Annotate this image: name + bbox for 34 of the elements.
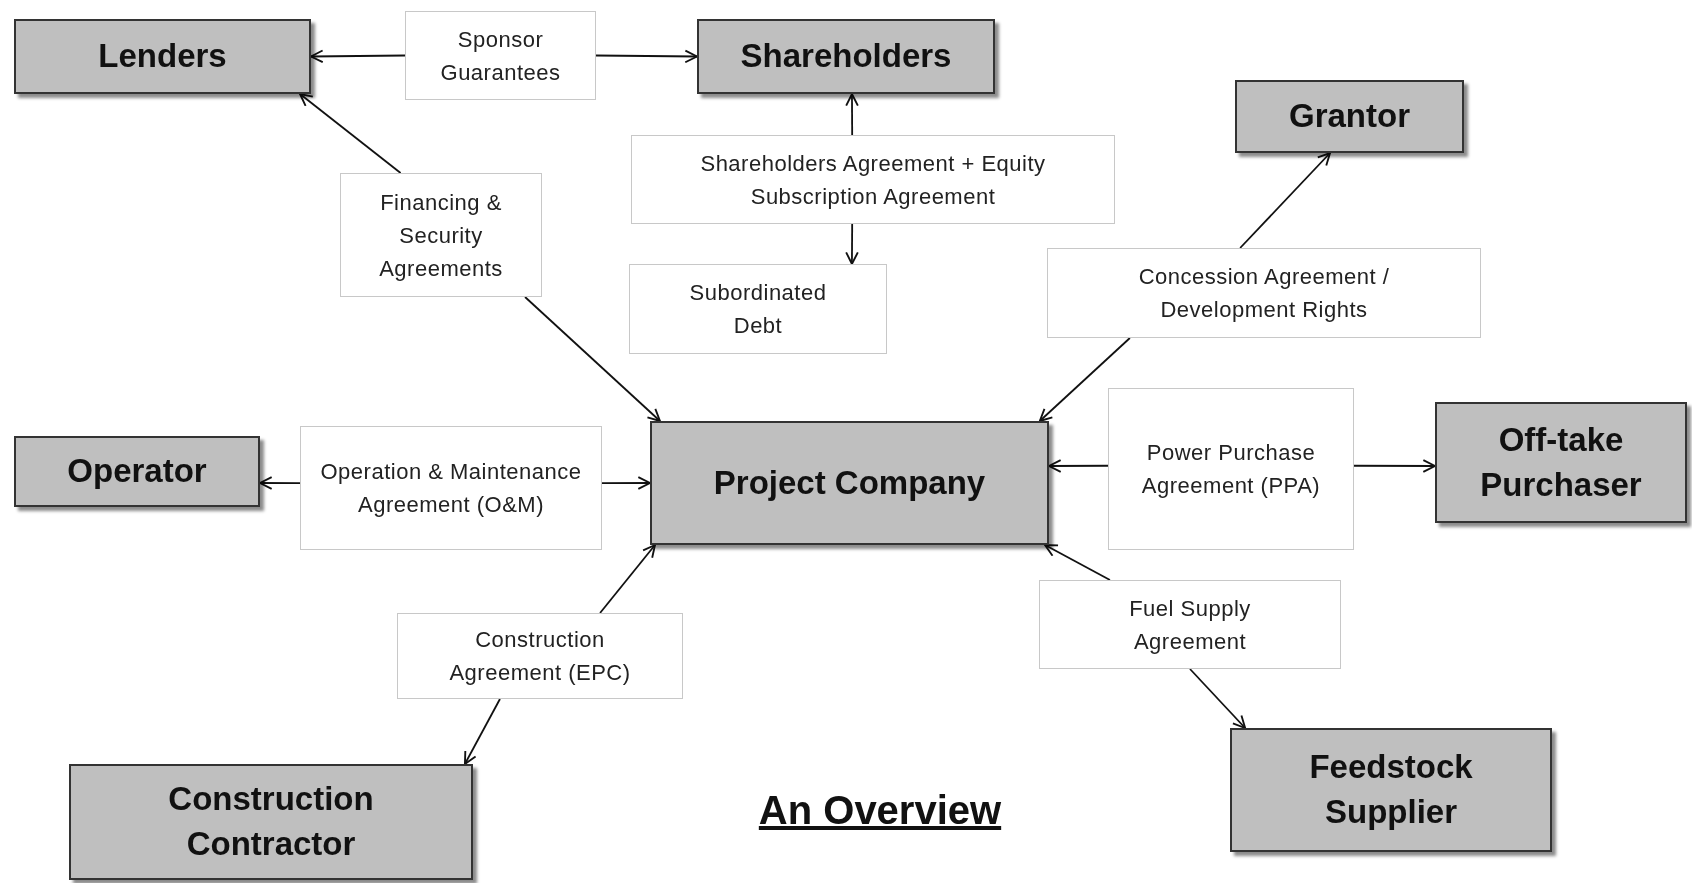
party-box: Grantor	[1235, 80, 1464, 153]
party-box: Shareholders	[697, 19, 995, 94]
party-box: Operator	[14, 436, 260, 507]
arrow	[1239, 152, 1331, 249]
arrow	[1353, 459, 1436, 473]
party-box: Project Company	[650, 421, 1049, 545]
arrow	[299, 93, 402, 174]
arrow	[595, 49, 698, 64]
agreement-box: Fuel Supply Agreement	[1039, 580, 1341, 669]
arrow	[259, 476, 301, 490]
agreement-box: Construction Agreement (EPC)	[397, 613, 683, 699]
agreement-box: Financing & Security Agreements	[340, 173, 542, 297]
agreement-box: Operation & Maintenance Agreement (O&M)	[300, 426, 602, 550]
arrow	[310, 49, 406, 64]
party-box: Feedstock Supplier	[1230, 728, 1552, 852]
party-box: Construction Contractor	[69, 764, 473, 880]
arrow	[845, 223, 859, 265]
arrow	[1044, 544, 1111, 581]
agreement-box: Concession Agreement / Development Rights	[1047, 248, 1481, 338]
arrow	[464, 698, 501, 765]
party-box: Lenders	[14, 19, 311, 94]
title: An Overview	[757, 787, 1003, 834]
agreement-box: Sponsor Guarantees	[405, 11, 596, 100]
arrow	[1048, 459, 1109, 473]
arrow	[599, 544, 656, 614]
arrow	[1038, 337, 1131, 422]
party-box: Off-take Purchaser	[1435, 402, 1687, 523]
arrow	[601, 476, 651, 490]
arrow	[1189, 668, 1247, 729]
arrow	[845, 93, 859, 136]
arrow	[524, 296, 661, 422]
agreement-box: Power Purchase Agreement (PPA)	[1108, 388, 1354, 550]
agreement-box: Shareholders Agreement + Equity Subscription Agreement	[631, 135, 1115, 224]
agreement-box: Subordinated Debt	[629, 264, 887, 354]
